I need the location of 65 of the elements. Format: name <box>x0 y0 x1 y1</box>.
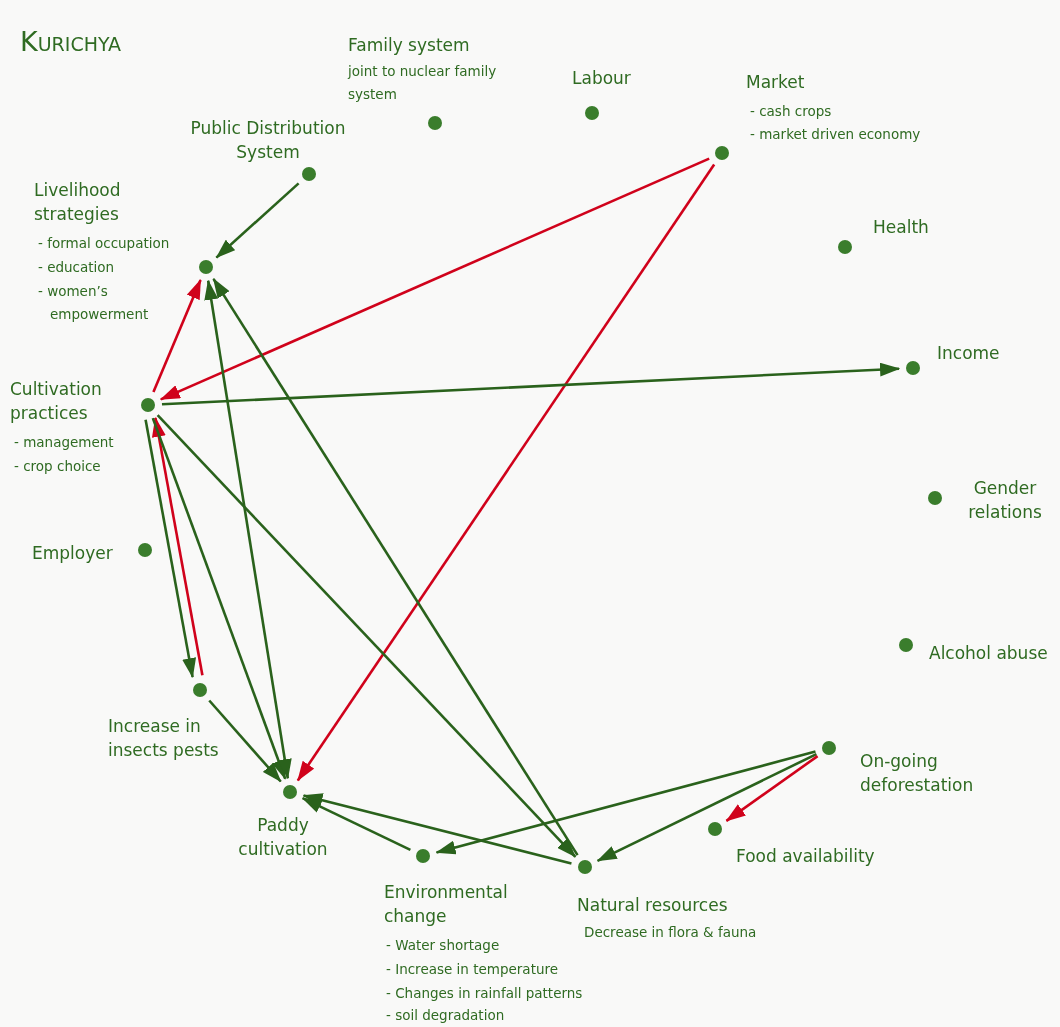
node-note: - market driven economy <box>750 125 922 144</box>
node-dot <box>715 146 729 160</box>
node-note: - management <box>14 433 115 452</box>
node-note: - women’s empowerment <box>38 282 150 324</box>
arrow <box>596 752 817 863</box>
node-dot <box>199 260 213 274</box>
node-label: Gender relations <box>967 477 1043 524</box>
node-note: - formal occupation <box>38 234 171 253</box>
node-label: Alcohol abuse <box>929 642 1049 665</box>
node-dot <box>416 849 430 863</box>
node-label: Family system <box>348 34 471 57</box>
node-dot <box>928 491 942 505</box>
arrow <box>296 163 716 782</box>
arrow <box>301 796 411 852</box>
arrow <box>204 279 292 780</box>
node-label: On-going deforestation <box>860 750 975 797</box>
diagram-title: Kurichya <box>20 26 122 57</box>
node-note: Decrease in flora & fauna <box>584 923 758 942</box>
node-note: - education <box>38 258 116 277</box>
arrow <box>161 362 900 406</box>
node-dot <box>302 167 316 181</box>
arrow <box>156 414 577 858</box>
arrow <box>208 699 282 783</box>
node-note: joint to nuclear family system <box>348 62 498 104</box>
node-label: Natural resources <box>577 894 729 917</box>
arrow <box>152 279 202 393</box>
node-dot <box>906 361 920 375</box>
arrow <box>215 182 300 259</box>
arrow <box>725 755 819 822</box>
node-note: - Changes in rainfall patterns <box>386 984 584 1003</box>
node-dot <box>141 398 155 412</box>
node-label: Health <box>873 216 930 239</box>
arrow <box>302 793 572 865</box>
node-label: Environmental change <box>384 881 509 928</box>
node-dot <box>283 785 297 799</box>
node-label: Employer <box>32 542 114 565</box>
arrow <box>151 416 204 676</box>
node-dot <box>822 741 836 755</box>
node-dot <box>428 116 442 130</box>
arrow <box>435 750 816 855</box>
node-dot <box>193 683 207 697</box>
node-label: Livelihood strategies <box>34 179 122 226</box>
node-note: - crop choice <box>14 457 102 476</box>
arrow <box>212 278 579 856</box>
node-label: Market <box>746 71 806 94</box>
node-label: Public Distribution System <box>189 117 347 164</box>
node-label: Income <box>937 342 1001 365</box>
node-label: Paddy cultivation <box>237 814 329 861</box>
node-note: - cash crops <box>750 102 833 121</box>
node-dot <box>838 240 852 254</box>
arrow <box>159 157 710 401</box>
node-label: Cultivation practices <box>10 378 103 425</box>
node-dot <box>708 822 722 836</box>
node-note: - Water shortage <box>386 936 501 955</box>
node-dot <box>578 860 592 874</box>
arrow <box>151 417 287 780</box>
node-dot <box>585 106 599 120</box>
node-note: - Increase in temperature <box>386 960 560 979</box>
node-label: Food availability <box>736 845 876 868</box>
node-dot <box>138 543 152 557</box>
node-label: Labour <box>572 67 632 90</box>
node-note: - soil degradation <box>386 1006 506 1025</box>
node-label: Increase in insects pests <box>108 715 220 762</box>
arrow <box>144 419 197 679</box>
node-dot <box>899 638 913 652</box>
